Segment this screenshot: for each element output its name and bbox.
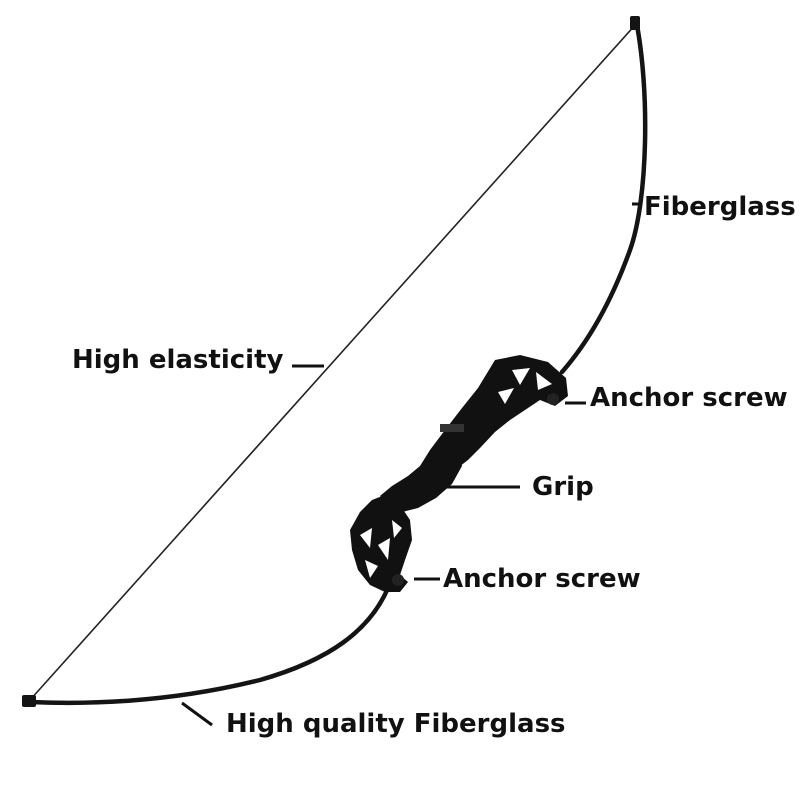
anchor-screw-bottom-mark: [392, 574, 404, 586]
label-high-quality-fiberglass: High quality Fiberglass: [226, 709, 566, 739]
anchor-screw-top-mark: [547, 393, 559, 405]
label-fiberglass: Fiberglass: [644, 192, 796, 222]
lower-limb-tip: [22, 695, 36, 707]
upper-limb-tip: [630, 16, 640, 30]
label-grip: Grip: [532, 472, 594, 502]
label-anchor-screw-bottom: Anchor screw: [443, 564, 641, 594]
label-anchor-screw-top: Anchor screw: [590, 383, 788, 413]
arrow-rest: [440, 424, 464, 432]
upper-limb: [559, 17, 648, 375]
bow-string: [29, 23, 637, 701]
leader-high-quality-fiberglass: [181, 701, 213, 727]
label-high-elasticity: High elasticity: [72, 345, 284, 375]
lower-limb: [27, 585, 391, 706]
riser-cutouts: [360, 368, 552, 578]
